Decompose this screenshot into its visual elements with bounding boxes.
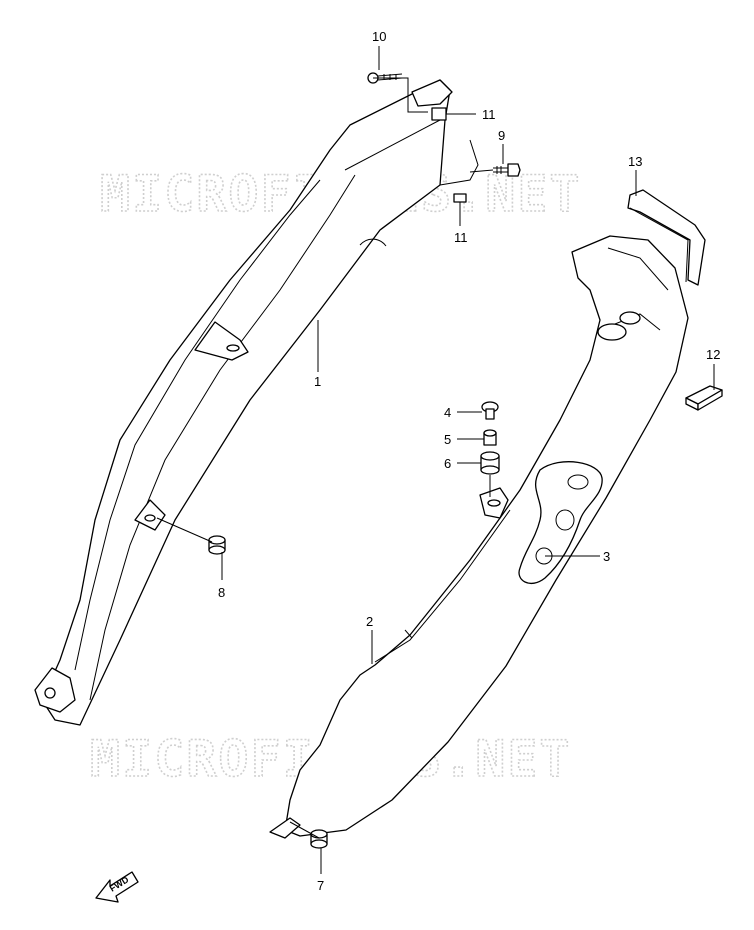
emblem-part-3 xyxy=(518,461,603,584)
callout-10: 10 xyxy=(372,29,386,44)
clip-nut-part-11-lower xyxy=(453,193,467,203)
trim-strip-part-13 xyxy=(627,189,706,286)
callout-5: 5 xyxy=(444,432,451,447)
callout-8: 8 xyxy=(218,585,225,600)
callout-9: 9 xyxy=(498,128,505,143)
callout-1: 1 xyxy=(314,374,321,389)
callout-2: 2 xyxy=(366,614,373,629)
callout-13: 13 xyxy=(628,154,642,169)
callout-11-lower: 11 xyxy=(454,230,468,245)
pad-part-12 xyxy=(685,385,723,411)
forward-arrow-icon: FWD xyxy=(95,871,139,903)
bolt-part-9 xyxy=(493,163,521,177)
grommet-part-7 xyxy=(310,829,328,849)
screw-part-4 xyxy=(481,401,499,420)
callout-4: 4 xyxy=(444,405,451,420)
collar-part-5 xyxy=(483,429,497,446)
callouts: 10 11 9 11 1 8 4 5 6 3 2 7 13 12 xyxy=(218,29,720,893)
callout-6: 6 xyxy=(444,456,451,471)
clip-nut-part-11-upper xyxy=(431,107,447,121)
grommet-part-8 xyxy=(208,535,226,555)
callout-3: 3 xyxy=(603,549,610,564)
frame-cover-part-1 xyxy=(34,79,479,726)
callout-11-upper: 11 xyxy=(482,107,496,122)
leader-lines xyxy=(156,46,715,874)
callout-12: 12 xyxy=(706,347,720,362)
callout-7: 7 xyxy=(317,878,324,893)
grommet-part-6 xyxy=(480,451,500,475)
